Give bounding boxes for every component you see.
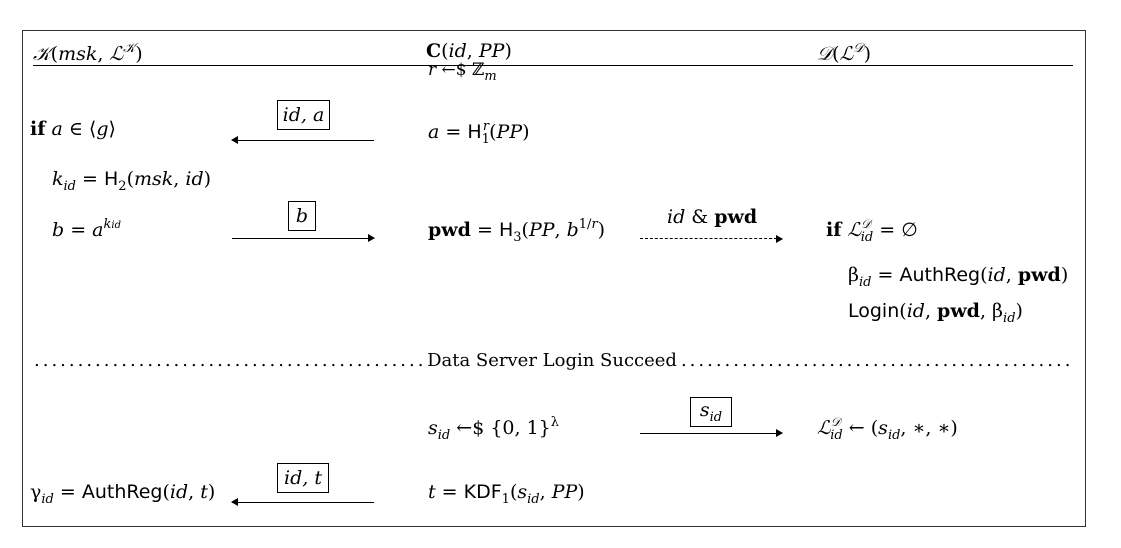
message-box-s-id: sid xyxy=(690,397,732,427)
arrow-k-to-c xyxy=(232,234,375,242)
message-box-id-t: id, t xyxy=(277,463,329,493)
message-b: b xyxy=(295,205,309,227)
party-d-header: 𝒟(ℒ𝒟) xyxy=(817,41,872,65)
separator-label: Data Server Login Succeed xyxy=(427,350,677,371)
a-equation: a = H1r(PP) xyxy=(428,119,530,147)
protocol-frame xyxy=(22,30,1086,527)
header-rule xyxy=(33,65,1073,66)
message-id-t: id, t xyxy=(284,467,322,489)
arrow-c-to-d-dashed xyxy=(640,235,783,243)
L-update: ℒ𝒟id ← (sid, ∗, ∗) xyxy=(817,415,958,443)
s-id-sample: sid ←$ {0, 1}λ xyxy=(428,415,560,443)
gamma-equation: γid = AuthReg(id, t) xyxy=(30,481,216,507)
arrow-c-to-d xyxy=(640,429,783,437)
r-sample: r ←$ ℤm xyxy=(428,60,497,84)
party-k-header: 𝒦(msk, ℒ𝒦) xyxy=(33,41,143,65)
message-box-id-a: id, a xyxy=(277,100,330,130)
arrow-c-to-k-1 xyxy=(231,136,374,144)
if-L-empty: if ℒ𝒟id = ∅ xyxy=(826,217,918,245)
message-id-a: id, a xyxy=(282,104,325,126)
message-box-b: b xyxy=(288,201,316,231)
party-c-header: C(id, PP) xyxy=(426,40,512,62)
message-id-pwd: id & pwd xyxy=(667,206,758,228)
login-call: Login(id, pwd, βid) xyxy=(848,300,1023,326)
beta-equation: βid = AuthReg(id, pwd) xyxy=(848,264,1069,290)
login-separator: ........................................… xyxy=(34,350,1070,371)
t-equation: t = KDF1(sid, PP) xyxy=(428,481,585,507)
arrow-c-to-k-2 xyxy=(231,498,374,506)
if-a-condition: if a ∈ ⟨g⟩ xyxy=(30,118,116,140)
pwd-equation: pwd = H3(PP, b1/r) xyxy=(428,217,606,245)
b-equation: b = akid xyxy=(52,217,121,241)
k-id-equation: kid = H2(msk, id) xyxy=(52,168,212,194)
message-s-id: sid xyxy=(699,399,723,425)
